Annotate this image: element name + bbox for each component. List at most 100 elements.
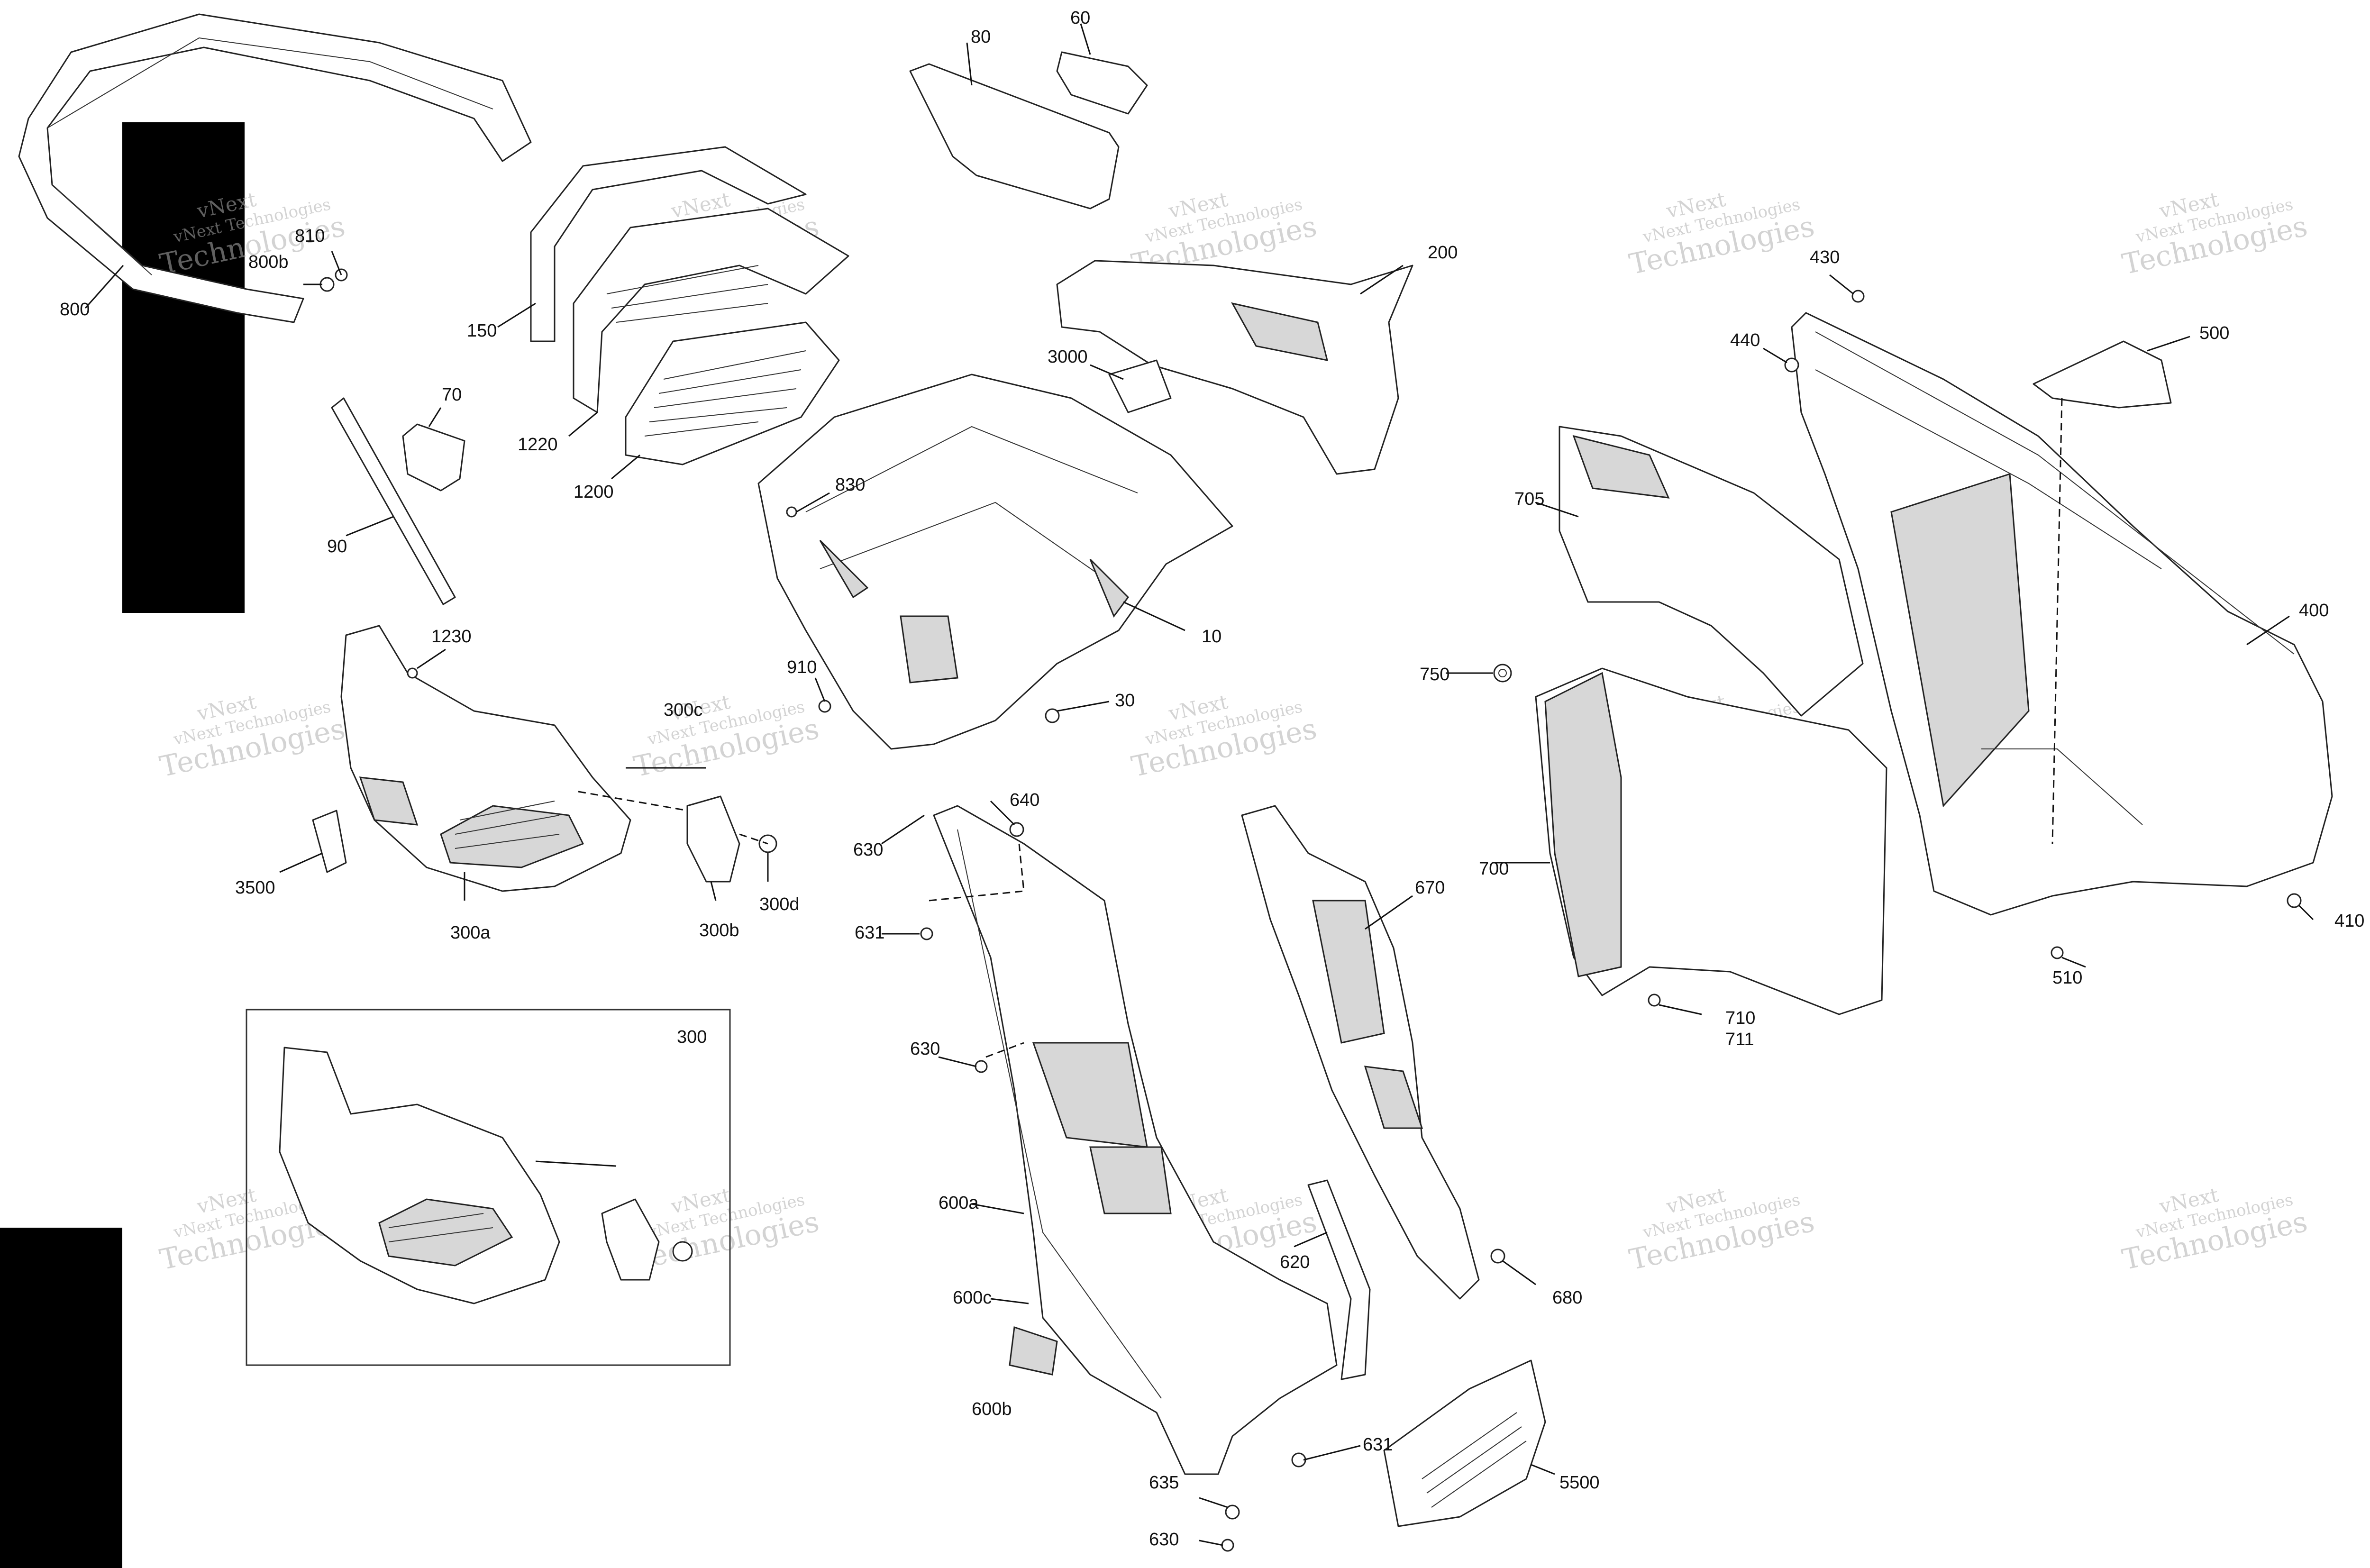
- part-750-grommet: [1493, 664, 1512, 683]
- assembly-line-500: [2051, 398, 2063, 844]
- part-80-panel: [909, 63, 1120, 210]
- part-70-cover: [402, 423, 465, 492]
- label-910: 910: [787, 657, 817, 677]
- part-640-clip: [1009, 822, 1024, 837]
- part-3000-clip: [1108, 359, 1172, 413]
- assembly-line-600: [929, 843, 1025, 1058]
- part-810-bolt: [319, 268, 348, 292]
- part-631-screw-lower: [1291, 1452, 1306, 1468]
- part-630-screw-lower: [1221, 1539, 1234, 1552]
- label-90: 90: [327, 537, 347, 556]
- label-510: 510: [2052, 968, 2082, 988]
- part-710-screw: [1648, 994, 1661, 1007]
- part-90-strip: [331, 397, 456, 605]
- part-150-trim: [530, 146, 807, 342]
- part-680-nut: [1490, 1249, 1505, 1264]
- inset-part-300: [279, 1047, 693, 1304]
- label-630-top: 630: [853, 840, 883, 860]
- part-410-nut: [2287, 893, 2302, 908]
- label-1220: 1220: [518, 435, 558, 455]
- label-630-mid: 630: [910, 1039, 940, 1059]
- part-630-screw: [975, 1060, 988, 1073]
- label-80: 80: [971, 27, 991, 47]
- part-10-main-tub: [757, 374, 1233, 750]
- label-1230: 1230: [431, 627, 472, 647]
- inset-box-300: [246, 1009, 731, 1366]
- label-60: 60: [1070, 8, 1090, 28]
- part-440-clip: [1784, 357, 1799, 373]
- label-430: 430: [1810, 247, 1840, 267]
- leader-lines: [84, 23, 2314, 1546]
- part-60-panel: [1056, 51, 1148, 115]
- label-635: 635: [1149, 1473, 1179, 1493]
- part-631-screw: [920, 927, 933, 940]
- label-300a: 300a: [450, 923, 491, 943]
- label-711: 711: [1725, 1030, 1754, 1049]
- part-670-center-panel: [1241, 805, 1480, 1300]
- label-620: 620: [1280, 1252, 1310, 1272]
- part-430-screw: [1851, 290, 1865, 303]
- label-3500: 3500: [235, 878, 275, 898]
- label-631-bottom: 631: [1363, 1435, 1393, 1455]
- label-800b: 800b: [248, 252, 289, 272]
- label-705: 705: [1514, 489, 1544, 509]
- part-800-grab-bar: [18, 13, 532, 323]
- part-830-screw: [786, 506, 797, 518]
- label-440: 440: [1730, 330, 1760, 350]
- part-1230-screw: [407, 667, 418, 679]
- label-600a: 600a: [939, 1193, 979, 1213]
- label-10: 10: [1202, 627, 1221, 647]
- label-70: 70: [442, 385, 462, 405]
- redaction-block-bottom: [0, 1228, 122, 1568]
- label-600b: 600b: [972, 1399, 1012, 1419]
- part-700-inner-panel: [1535, 667, 1887, 1015]
- callout-labels: 800 800b 810 150 1220 1200 80 60 70 90 2…: [60, 8, 2364, 1550]
- part-600b-pad: [1009, 1326, 1058, 1376]
- part-200-bracket: [1056, 260, 1413, 475]
- part-1220-grille-frame: [573, 208, 849, 413]
- label-5500: 5500: [1559, 1473, 1600, 1493]
- label-830: 830: [835, 475, 865, 495]
- label-710: 710: [1725, 1008, 1755, 1028]
- label-410: 410: [2334, 911, 2364, 931]
- part-300b-bracket: [686, 795, 740, 883]
- label-631-top: 631: [855, 923, 884, 943]
- part-5500-lower-grille: [1383, 1359, 1546, 1527]
- part-705-panel: [1559, 426, 1864, 717]
- label-3000: 3000: [1048, 347, 1088, 367]
- part-910-screw: [818, 700, 831, 713]
- label-750: 750: [1420, 665, 1449, 684]
- part-600a-side-panel: [933, 805, 1338, 1475]
- part-510-screw: [2051, 946, 2064, 959]
- label-800: 800: [60, 300, 90, 319]
- part-1200-grille: [625, 321, 840, 465]
- label-810: 810: [295, 226, 325, 246]
- label-300: 300: [677, 1027, 707, 1047]
- part-300a-lower-front: [340, 625, 631, 892]
- label-300b: 300b: [699, 921, 739, 940]
- label-500: 500: [2199, 323, 2229, 343]
- label-400: 400: [2299, 601, 2329, 620]
- redaction-block-top: [122, 122, 245, 613]
- part-30-nut: [1045, 708, 1060, 723]
- part-635-washer: [1225, 1504, 1240, 1520]
- label-1200: 1200: [574, 482, 614, 502]
- label-200: 200: [1428, 243, 1458, 263]
- label-600c: 600c: [953, 1288, 992, 1308]
- part-620-strip: [1307, 1179, 1371, 1380]
- label-300c: 300c: [664, 700, 702, 720]
- label-300d: 300d: [759, 894, 800, 914]
- part-3500-cover: [312, 810, 347, 873]
- assembly-line-300: [578, 791, 768, 845]
- label-150: 150: [467, 321, 497, 341]
- label-670: 670: [1415, 878, 1445, 898]
- part-500-pad: [2033, 340, 2172, 409]
- label-640: 640: [1010, 790, 1039, 810]
- label-630-bottom: 630: [1149, 1530, 1179, 1550]
- part-400-right-body: [1791, 312, 2333, 916]
- inset-leader: [535, 1160, 617, 1167]
- label-700: 700: [1479, 859, 1509, 879]
- label-680: 680: [1552, 1288, 1582, 1308]
- label-30: 30: [1115, 691, 1135, 711]
